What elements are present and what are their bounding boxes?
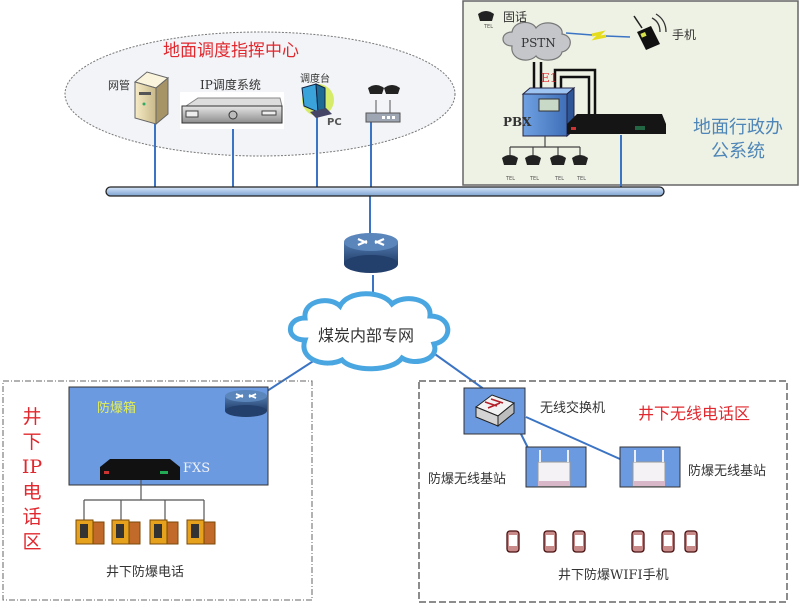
office-title-line1: 地面行政办 [693, 117, 783, 138]
ex-phones-label: 井下防爆电话 [106, 565, 185, 580]
wifi-phone-icon [572, 530, 586, 553]
console-label: 调度台 [300, 74, 330, 85]
wireless-zone-title: 井下无线电话区 [638, 404, 751, 423]
voice-gateway-icon [365, 85, 401, 123]
wifi-phone-icon [543, 530, 557, 553]
dispatch-center-title: 地面调度指挥中心 [163, 41, 299, 61]
pc-label: PC [327, 117, 342, 128]
ip-phone-zone-title: 井 下 IP 电 话 区 [20, 405, 44, 555]
landline-label: 固话 [503, 10, 528, 24]
wireless-switch-icon [474, 394, 516, 428]
fxs-gateway-icon [100, 459, 180, 480]
wifi-phone-icon [684, 530, 698, 553]
zone-title-char: 下 [22, 431, 42, 453]
landline-phone-icon [478, 11, 494, 21]
wifi-phones [506, 530, 698, 553]
ex-phone-icon [111, 519, 141, 545]
explosion-proof-box-label: 防爆箱 [97, 401, 137, 416]
pstn-label: PSTN [521, 36, 556, 50]
tel-label: TEL [555, 176, 564, 182]
tel-label: TEL [484, 24, 493, 30]
pbx-icon [521, 86, 576, 138]
ex-phone-icon [186, 519, 216, 545]
nms-server-icon [133, 71, 170, 126]
link-cloud-wireless-zone [431, 351, 489, 393]
ip-phone-zone [2, 380, 313, 601]
wireless-zone [418, 380, 788, 603]
ip-dispatch-label: IP调度系统 [200, 78, 261, 92]
office-system-title: 地面行政办 公系统 [683, 116, 793, 164]
wireless-switch-label: 无线交换机 [540, 401, 606, 416]
zone-title-char: IP [21, 456, 43, 478]
mobile-phone-icon [633, 13, 667, 50]
office-gateway-icon [567, 114, 666, 134]
desk-phone-icon [572, 155, 588, 165]
e1-label: E1 [541, 71, 558, 85]
nms-label: 网管 [108, 79, 130, 92]
wifi-phones-label: 井下防爆WIFI手机 [558, 568, 669, 583]
zone-title-char: 井 [22, 406, 42, 428]
pbx-label: PBX [503, 115, 532, 129]
office-title-line2: 公系统 [711, 141, 765, 162]
tel-label: TEL [530, 176, 539, 182]
desk-phone-icon [550, 155, 566, 165]
ap-left-icon [537, 450, 571, 487]
wifi-phone-icon [506, 530, 520, 553]
zone-title-char: 话 [22, 506, 42, 528]
backbone-bus [105, 186, 665, 197]
zone-title-char: 区 [22, 531, 42, 553]
wifi-phone-icon [661, 530, 675, 553]
tel-label: TEL [577, 176, 586, 182]
wireless-link-icon [565, 30, 631, 41]
fxs-label: FXS [183, 461, 211, 476]
extension-phones [502, 155, 588, 165]
mobile-label: 手机 [672, 28, 697, 42]
box-router-icon [225, 390, 267, 417]
pstn-cloud [502, 21, 571, 61]
internal-network-cloud [287, 291, 451, 372]
dispatch-console-pc-icon [301, 83, 334, 118]
wifi-phone-icon [631, 530, 645, 553]
ex-phone-icon [75, 519, 105, 545]
ap-right-icon [632, 450, 666, 487]
ap-right-label: 防爆无线基站 [688, 464, 767, 479]
ip-dispatch-server-icon [180, 92, 284, 129]
desk-phone-icon [502, 155, 518, 165]
desk-phone-icon [525, 155, 541, 165]
ap-left-label: 防爆无线基站 [428, 472, 507, 487]
explosion-proof-phones [75, 519, 216, 545]
core-router-icon [344, 233, 398, 273]
internal-network-label: 煤炭内部专网 [318, 326, 415, 345]
zone-title-char: 电 [22, 481, 42, 503]
ex-phone-icon [149, 519, 179, 545]
tel-label: TEL [506, 176, 515, 182]
